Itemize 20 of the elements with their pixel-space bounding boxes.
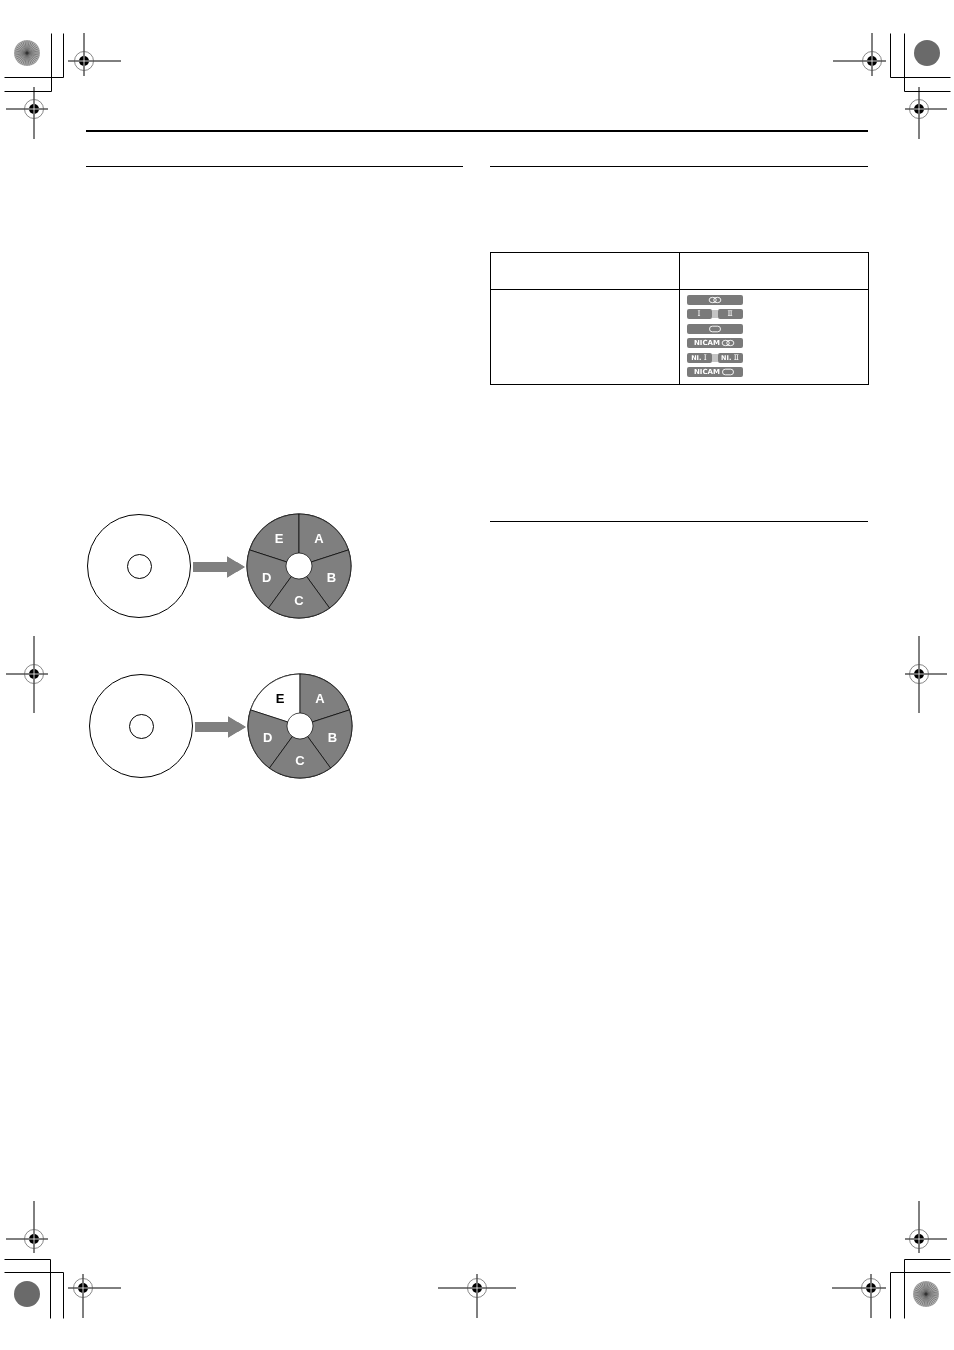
segment-label: A (315, 692, 325, 705)
segment-label: A (314, 532, 324, 545)
segment-label: C (295, 753, 305, 767)
disc-segment (300, 674, 350, 722)
disc-segment (249, 514, 299, 562)
disc-segment (299, 514, 349, 562)
segment-label: E (275, 692, 285, 705)
block-arrow (195, 716, 246, 738)
disc-segment (248, 709, 293, 769)
segment-label: E (274, 532, 284, 545)
disc-segment (247, 549, 292, 609)
segment-label: B (326, 570, 336, 583)
disc-segment (250, 674, 300, 722)
segment-label: C (294, 593, 304, 607)
segment-label: D (262, 730, 273, 743)
disc-segment (307, 709, 352, 769)
block-arrow (193, 556, 245, 578)
disc-segment (306, 549, 351, 609)
segment-label: B (327, 730, 337, 743)
segment-label: D (261, 570, 272, 583)
